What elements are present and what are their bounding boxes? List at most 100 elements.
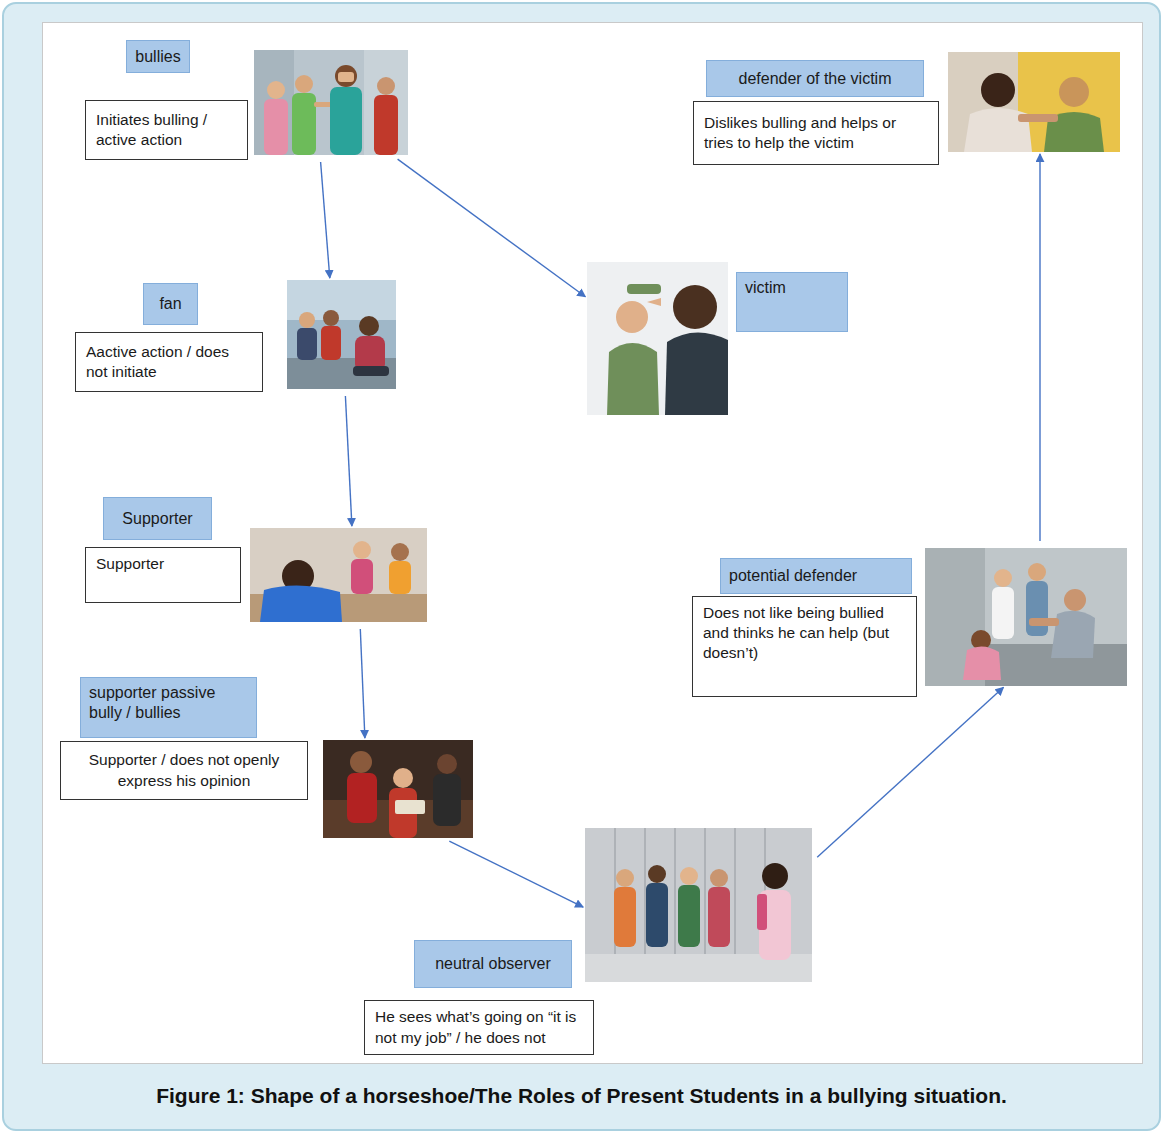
photo-illustration <box>287 280 396 389</box>
role-group: neutral observer He sees what’s going on … <box>364 828 812 1055</box>
photo-illustration-part <box>299 312 315 328</box>
photo-illustration-part <box>350 751 372 773</box>
role-heading-box: neutral observer <box>414 940 572 988</box>
role-name: Supporter <box>122 509 192 529</box>
role-description: Aactive action / does not initiate <box>86 342 252 382</box>
photo-illustration-part <box>948 52 1120 152</box>
photo-illustration-part <box>925 548 1127 686</box>
role-description-box: Supporter <box>85 547 241 603</box>
arrow-connector <box>360 629 365 738</box>
role-name: neutral observer <box>435 954 551 974</box>
arrow-connector <box>1039 154 1040 541</box>
photo-illustration-part <box>1028 563 1046 581</box>
photo-illustration-part <box>708 887 730 947</box>
arrow-connector <box>345 396 352 526</box>
role-description: Does not like being bullied and thinks h… <box>703 603 906 663</box>
photo-illustration-part <box>963 646 1001 680</box>
role-name: victim <box>745 278 786 298</box>
arrow-connector <box>449 841 583 907</box>
photo-illustration-part <box>250 528 427 622</box>
role-name: fan <box>159 294 181 314</box>
photo-illustration-part <box>981 73 1015 107</box>
photo-illustration-part <box>314 102 332 107</box>
role-group: SupporterSupporter <box>85 497 427 622</box>
photo-illustration-part <box>616 869 634 887</box>
role-description: Dislikes bulling and helps or tries to h… <box>704 113 928 153</box>
photo-illustration-part <box>374 95 398 155</box>
photo-illustration-part <box>992 587 1014 639</box>
role-name: potential defender <box>729 566 857 586</box>
role-heading-box: victim <box>736 272 848 332</box>
photo-illustration-part <box>1064 589 1086 611</box>
role-description: Initiates bulling / active action <box>96 110 237 150</box>
role-heading-box: defender of the victim <box>706 60 924 97</box>
photo-illustration-part <box>678 885 700 947</box>
photo-illustration-part <box>267 81 285 99</box>
role-group: supporter passive bully / bulliesSupport… <box>60 677 473 838</box>
photo-illustration-part <box>673 285 717 329</box>
photo-illustration-part <box>665 332 728 415</box>
photo-illustration-part <box>395 800 425 814</box>
photo-illustration-part <box>616 301 648 333</box>
role-heading-box: Supporter <box>103 497 212 540</box>
photo-illustration-part <box>391 543 409 561</box>
photo-illustration-part <box>1029 618 1059 626</box>
photo-illustration-part <box>1051 611 1095 658</box>
photo-illustration-part <box>437 754 457 774</box>
photo-illustration-part <box>585 828 812 982</box>
photo-illustration-part <box>254 50 408 155</box>
photo-illustration-part <box>364 50 408 155</box>
photo-illustration-part <box>353 541 371 559</box>
arrow-connector <box>398 159 586 297</box>
photo-illustration <box>254 50 408 155</box>
photo-illustration-part <box>260 585 342 622</box>
photo-illustration-part <box>1059 77 1089 107</box>
photo-illustration-part <box>710 869 728 887</box>
photo-illustration-part <box>607 343 659 415</box>
photo-illustration-part <box>323 310 339 326</box>
role-group: victim <box>587 262 848 415</box>
photo-illustration-part <box>351 559 373 594</box>
photo-illustration-part <box>295 75 313 93</box>
arrow-connector <box>321 162 330 278</box>
photo-illustration-part <box>264 99 288 155</box>
photo-illustration <box>585 828 812 982</box>
role-description-box: Aactive action / does not initiate <box>75 332 263 392</box>
role-group: fanAactive action / does not initiate <box>75 280 396 392</box>
photo-illustration-part <box>323 740 473 838</box>
photo-illustration-part <box>335 65 357 87</box>
role-description-box: Does not like being bullied and thinks h… <box>692 596 917 697</box>
photo-illustration <box>587 262 728 415</box>
role-description: Supporter / does not openly express his … <box>71 750 297 790</box>
photo-illustration-part <box>297 328 317 360</box>
photo-illustration <box>323 740 473 838</box>
photo-illustration-part <box>377 77 395 95</box>
photo-illustration-part <box>393 768 413 788</box>
photo-illustration-part <box>353 366 389 376</box>
photo-illustration-part <box>359 316 379 336</box>
photo-illustration-part <box>389 561 411 594</box>
photo-illustration-part <box>1018 114 1058 122</box>
role-description-box: Initiates bulling / active action <box>85 100 248 160</box>
role-description-box: Dislikes bulling and helps or tries to h… <box>693 101 939 165</box>
photo-illustration-part <box>338 72 354 82</box>
role-description: Supporter <box>96 554 164 574</box>
role-group: bulliesInitiates bulling / active action <box>85 40 408 160</box>
role-name: supporter passive bully / bullies <box>89 683 248 723</box>
photo-illustration-part <box>680 867 698 885</box>
role-description-box: He sees what’s going on “it is not my jo… <box>364 1000 594 1055</box>
role-group: potential defenderDoes not like being bu… <box>692 548 1127 697</box>
photo-illustration-part <box>254 50 294 155</box>
photo-illustration-part <box>647 298 661 306</box>
photo-illustration-part <box>757 894 767 930</box>
photo-illustration-part <box>587 262 728 415</box>
photo-illustration-part <box>347 773 377 823</box>
photo-illustration-part <box>627 284 661 294</box>
photo-illustration-part <box>1026 581 1048 636</box>
photo-illustration-part <box>287 280 396 389</box>
photo-illustration-part <box>648 865 666 883</box>
photo-illustration <box>948 52 1120 152</box>
role-name: defender of the victim <box>739 69 892 89</box>
role-name: bullies <box>135 47 180 67</box>
role-group: defender of the victimDislikes bulling a… <box>693 52 1120 165</box>
